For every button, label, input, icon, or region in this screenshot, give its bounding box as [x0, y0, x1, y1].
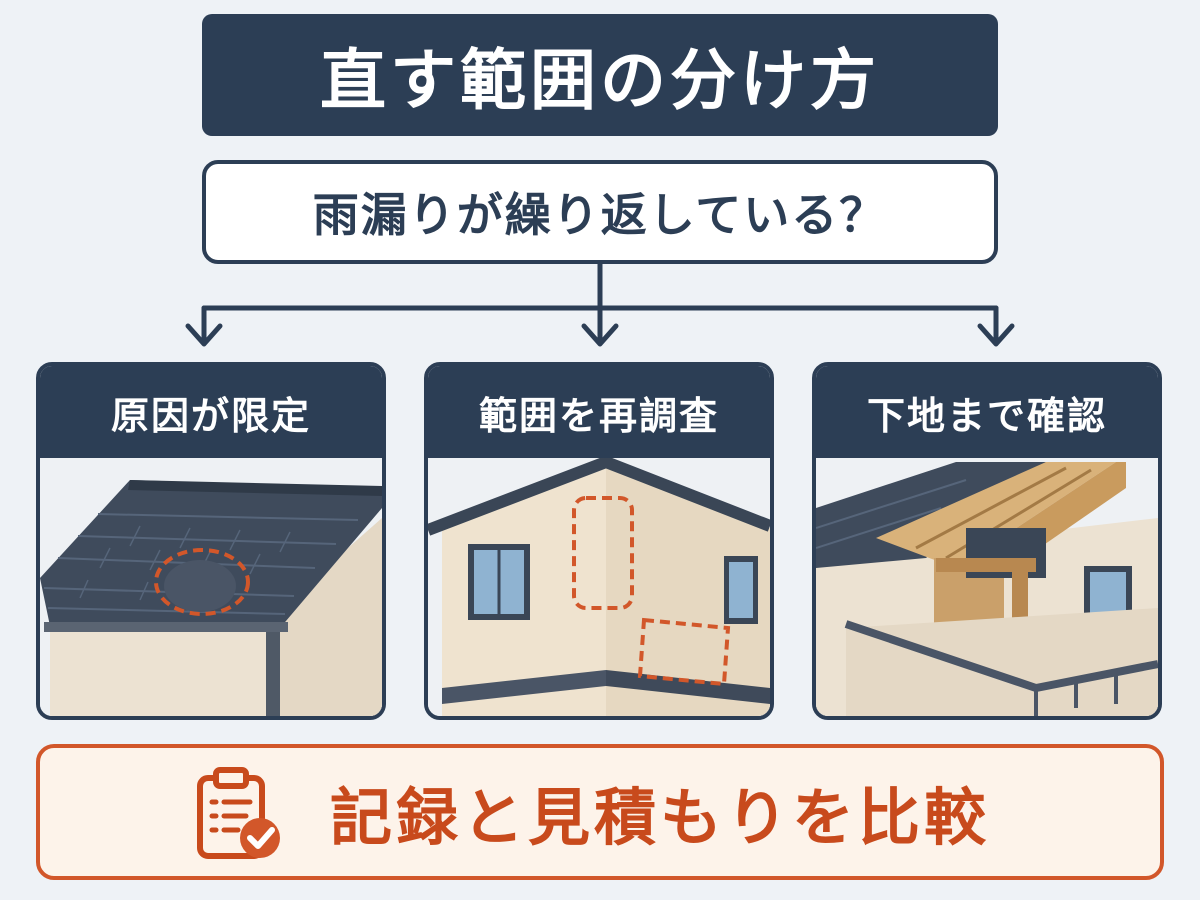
branch-card-1: 原因が限定: [36, 362, 386, 720]
roof-partial-leak-illustration: [40, 458, 382, 716]
branch-card-3-header: 下地まで確認: [816, 366, 1158, 458]
branch-card-3: 下地まで確認: [812, 362, 1162, 720]
exposed-roof-substrate-illustration: [816, 458, 1158, 716]
branch-card-3-label: 下地まで確認: [867, 385, 1107, 440]
branch-card-1-header: 原因が限定: [40, 366, 382, 458]
clipboard-check-icon: [190, 764, 290, 864]
exterior-wall-crack-illustration: [428, 458, 770, 716]
branch-card-2: 範囲を再調査: [424, 362, 774, 720]
branch-card-1-label: 原因が限定: [111, 385, 311, 440]
footer-label: 記録と見積もりを比較: [330, 748, 990, 876]
branch-card-2-label: 範囲を再調査: [479, 385, 719, 440]
branch-card-2-header: 範囲を再調査: [428, 366, 770, 458]
footer-box: 記録と見積もりを比較: [36, 744, 1164, 880]
